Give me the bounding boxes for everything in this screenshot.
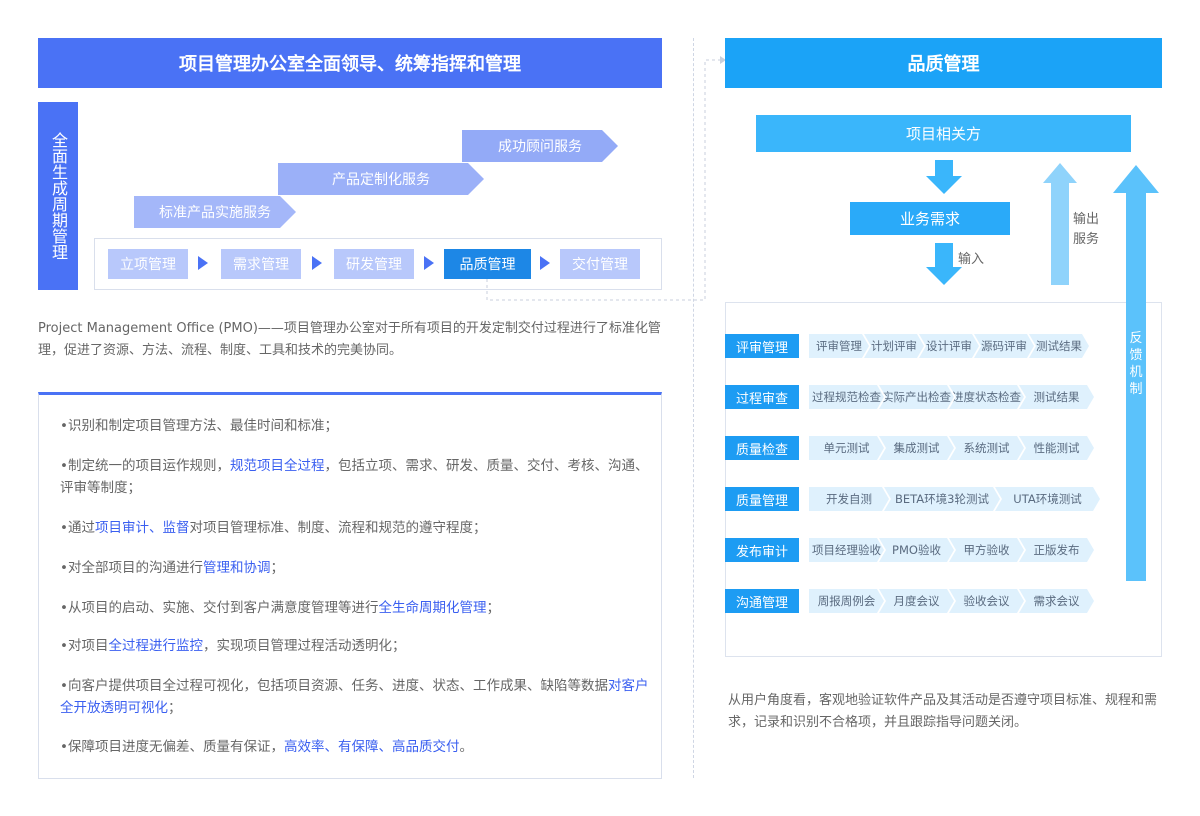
process-step: 实际产出检查: [879, 385, 954, 409]
item-text: •制定统一的项目运作规则，: [60, 458, 230, 474]
process-step: 周报周例会: [809, 589, 884, 613]
item-text: •保障项目进度无偏差、质量有保证，: [60, 739, 284, 755]
stage-arrow-icon: [424, 256, 434, 270]
process-step: 计划评审: [864, 334, 924, 358]
process-step: 集成测试: [879, 436, 954, 460]
item-text: •对项目: [60, 638, 109, 654]
item-text: •对全部项目的沟通进行: [60, 560, 203, 576]
process-row-label: 质量管理: [725, 487, 799, 511]
stage-requirements: 需求管理: [221, 249, 301, 279]
item-text: •识别和制定项目管理方法、最佳时间和标准；: [60, 418, 338, 434]
item-text: ；: [486, 600, 500, 616]
item-text: 。: [459, 739, 473, 755]
responsibilities-box: [38, 392, 662, 779]
panel-divider: [693, 38, 694, 778]
process-step: 单元测试: [809, 436, 884, 460]
output-arrow-icon: [1043, 163, 1077, 285]
quality-header: 品质管理: [725, 38, 1162, 88]
process-step: 月度会议: [879, 589, 954, 613]
stage-development: 研发管理: [334, 249, 414, 279]
responsibility-item: •对项目全过程进行监控，实现项目管理过程活动透明化；: [60, 635, 650, 657]
service-success-consulting: 成功顾问服务: [462, 130, 618, 162]
stage-arrow-icon: [198, 256, 208, 270]
process-row-label: 评审管理: [725, 334, 799, 358]
process-step: 甲方验收: [949, 538, 1024, 562]
process-step: 设计评审: [919, 334, 979, 358]
process-row-label: 沟通管理: [725, 589, 799, 613]
process-row-label: 质量检查: [725, 436, 799, 460]
item-text: •从项目的启动、实施、交付到客户满意度管理等进行: [60, 600, 379, 616]
process-step: 项目经理验收: [809, 538, 884, 562]
responsibility-item: •保障项目进度无偏差、质量有保证，高效率、有保障、高品质交付。: [60, 736, 650, 758]
stage-initiation: 立项管理: [108, 249, 188, 279]
pmo-description: Project Management Office (PMO)——项目管理办公室…: [38, 321, 661, 358]
process-step: 开发自测: [809, 487, 889, 511]
responsibility-item: •识别和制定项目管理方法、最佳时间和标准；: [60, 415, 650, 437]
highlight-text: 管理和协调: [202, 560, 271, 576]
down-arrow-icon: [926, 160, 962, 194]
stage-arrow-icon: [312, 256, 322, 270]
process-step: 评审管理: [809, 334, 869, 358]
process-step: 源码评审: [974, 334, 1034, 358]
process-step: 系统测试: [949, 436, 1024, 460]
item-text: ；: [270, 560, 284, 576]
process-step: 进度状态检查: [949, 385, 1024, 409]
stage-quality-active: 品质管理: [444, 249, 531, 279]
process-step: 性能测试: [1019, 436, 1094, 460]
feedback-label: 反馈机制: [1129, 331, 1143, 397]
process-step: BETA环境3轮测试: [884, 487, 1000, 511]
process-step: 测试结果: [1019, 385, 1094, 409]
output-label: 输出服务: [1073, 212, 1100, 247]
highlight-text: 规范项目全过程: [229, 458, 325, 474]
pmo-header: 项目管理办公室全面领导、统筹指挥和管理: [38, 38, 662, 88]
process-step: 正版发布: [1019, 538, 1094, 562]
responsibility-item: •对全部项目的沟通进行管理和协调；: [60, 557, 650, 579]
feedback-arrow-icon: [1113, 165, 1159, 581]
item-text: ，实现项目管理过程活动透明化；: [202, 638, 406, 654]
service-standard-implementation: 标准产品实施服务: [134, 196, 296, 228]
connector-arrowhead-icon: [720, 56, 726, 64]
stage-delivery: 交付管理: [560, 249, 640, 279]
responsibility-item: •从项目的启动、实施、交付到客户满意度管理等进行全生命周期化管理；: [60, 597, 650, 619]
process-step: PMO验收: [879, 538, 954, 562]
connector-line: [486, 59, 720, 301]
highlight-text: 对客户全开放透明可视化: [60, 678, 649, 716]
process-step: 过程规范检查: [809, 385, 884, 409]
process-step: UTA环境测试: [995, 487, 1100, 511]
item-text: ，包括立项、需求、研发、质量、交付、考核、沟通、评审等制度；: [60, 458, 649, 496]
highlight-text: 全生命周期化管理: [378, 600, 487, 616]
item-text: •通过: [60, 520, 95, 536]
input-label: 输入: [958, 252, 985, 267]
responsibility-item: •通过项目审计、监督对项目管理标准、制度、流程和规范的遵守程度；: [60, 517, 650, 539]
process-row-label: 发布审计: [725, 538, 799, 562]
item-text: •向客户提供项目全过程可视化，包括项目资源、任务、进度、状态、工作成果、缺陷等数…: [60, 678, 608, 694]
quality-note: 从用户角度看，客观地验证软件产品及其活动是否遵守项目标准、规程和需求，记录和识别…: [728, 693, 1158, 730]
responsibility-item: •向客户提供项目全过程可视化，包括项目资源、任务、进度、状态、工作成果、缺陷等数…: [60, 675, 650, 719]
service-customization: 产品定制化服务: [278, 163, 484, 195]
lifecycle-label: 全面生成周期管理: [38, 102, 78, 290]
process-step: 验收会议: [949, 589, 1024, 613]
input-arrow-icon: [926, 243, 962, 285]
item-text: ；: [168, 700, 182, 716]
item-text: 对项目管理标准、制度、流程和规范的遵守程度；: [189, 520, 487, 536]
highlight-text: 项目审计、监督: [94, 520, 190, 536]
stakeholder-box: 项目相关方: [756, 115, 1131, 152]
process-step: 需求会议: [1019, 589, 1094, 613]
stage-arrow-icon: [540, 256, 550, 270]
responsibility-item: •制定统一的项目运作规则，规范项目全过程，包括立项、需求、研发、质量、交付、考核…: [60, 455, 650, 499]
process-row-label: 过程审查: [725, 385, 799, 409]
highlight-text: 高效率、有保障、高品质交付: [283, 739, 460, 755]
business-requirement-box: 业务需求: [850, 202, 1010, 235]
process-step: 测试结果: [1029, 334, 1089, 358]
highlight-text: 全过程进行监控: [108, 638, 203, 654]
